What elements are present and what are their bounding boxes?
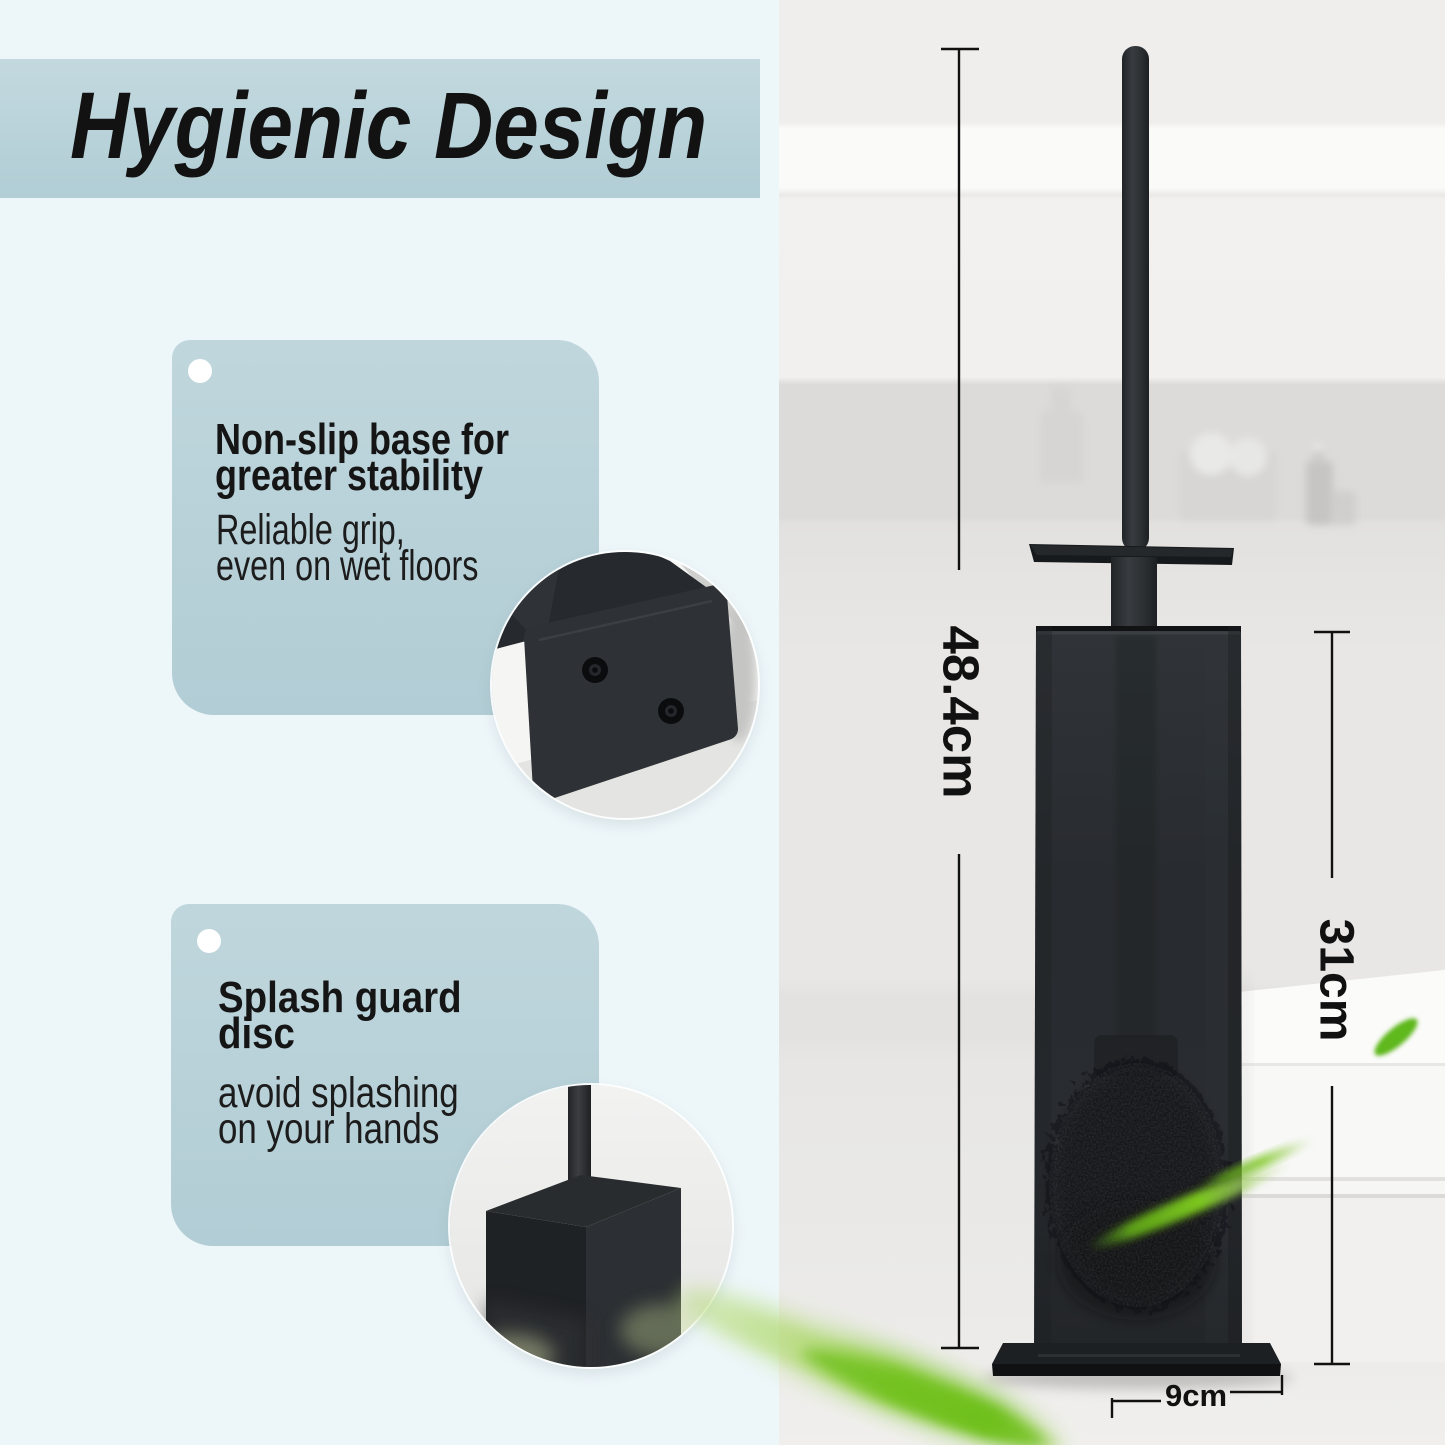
svg-text:48.4cm: 48.4cm [933, 626, 990, 799]
svg-text:31cm: 31cm [1310, 919, 1363, 1042]
svg-text:9cm: 9cm [1165, 1378, 1227, 1413]
